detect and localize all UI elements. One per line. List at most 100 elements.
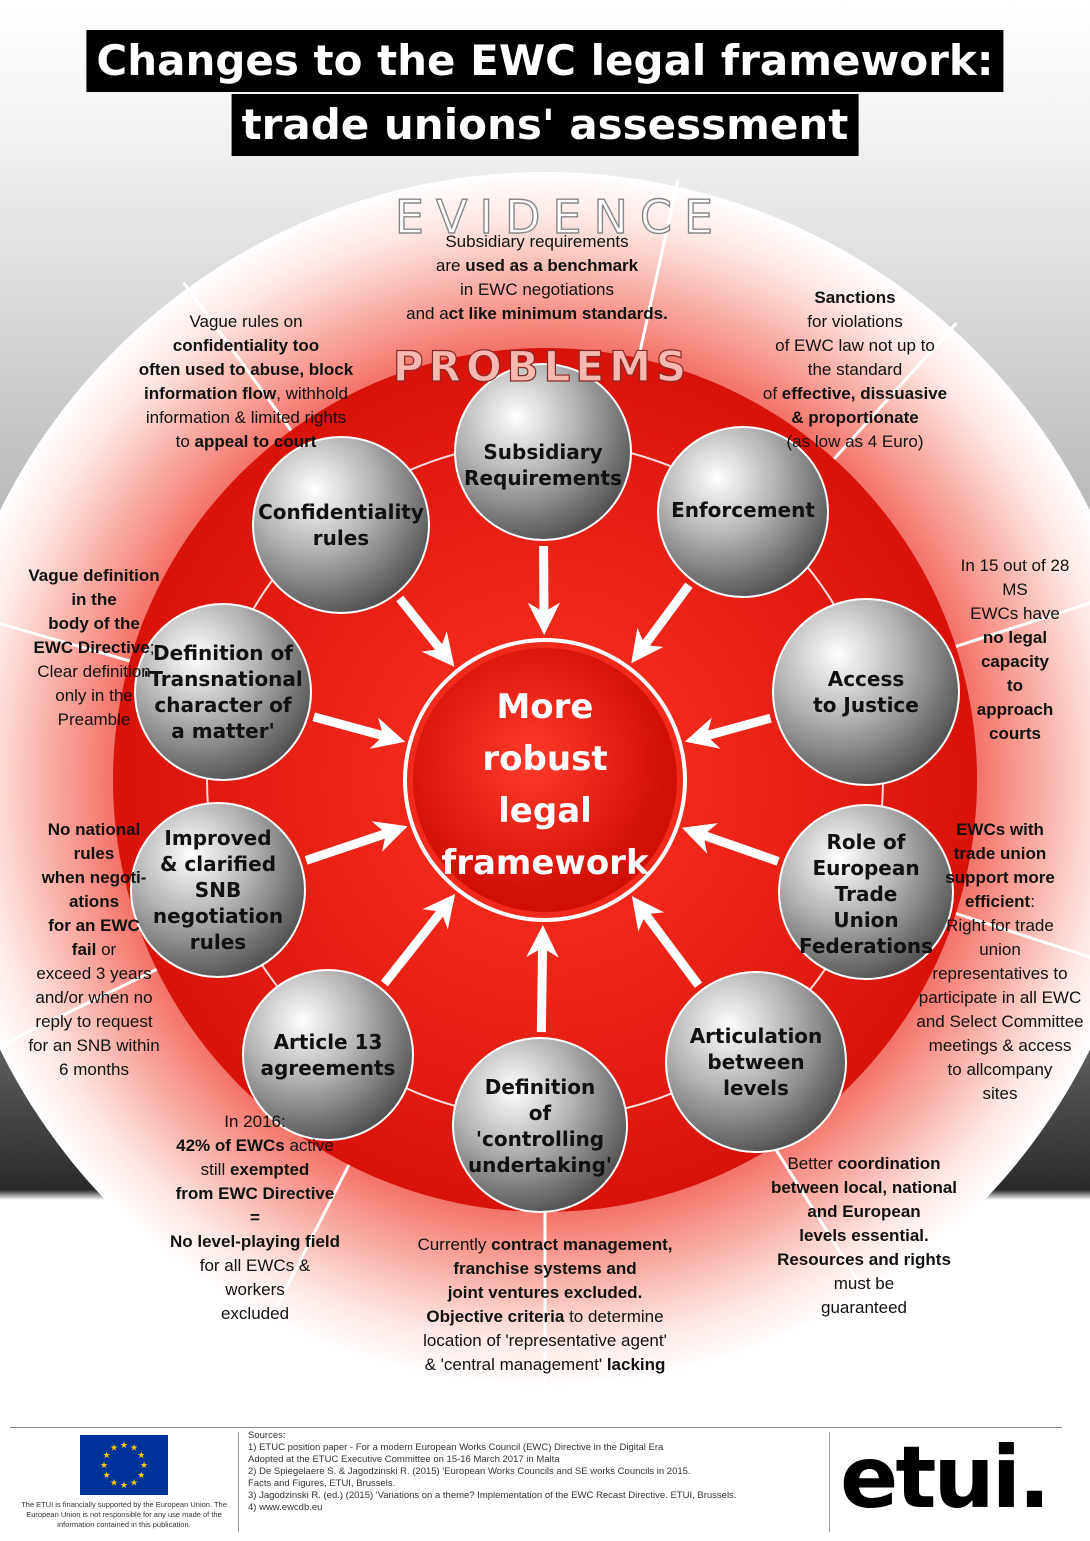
- evidence-segment: In 15 out of 28: [960, 556, 1070, 575]
- evidence-segment: sites: [982, 1084, 1018, 1103]
- evidence-segment: effective, dissuasive: [781, 384, 948, 403]
- center-label: More robust legal framework: [441, 687, 649, 883]
- evidence-segment: information & limited rights: [145, 408, 347, 427]
- evidence-segment: efficient: [965, 892, 1031, 911]
- evidence-segment: in the: [71, 590, 117, 609]
- evidence-segment: meetings & access: [928, 1036, 1072, 1055]
- eu-star-icon: ★: [110, 1444, 118, 1454]
- evidence-segment: Vague rules on: [189, 312, 303, 331]
- evidence-segment: and Select Committee: [916, 1012, 1084, 1031]
- evidence-segment: when negoti-: [41, 868, 147, 887]
- eu-star-icon: ★: [130, 1478, 138, 1488]
- problem-label-3: Role of European Trade Union Federations: [799, 830, 933, 958]
- evidence-segment: information flow: [143, 384, 277, 403]
- arrow-2: [684, 713, 772, 749]
- evidence-segment: or: [96, 940, 117, 959]
- arrows-to-center: [304, 545, 780, 1033]
- arrow-5: [526, 925, 559, 1033]
- footer-rule: [10, 1427, 1062, 1428]
- evidence-segment: only in the: [55, 686, 133, 705]
- evidence-segment: fail: [71, 940, 97, 959]
- evidence-segment: confidentiality too: [172, 336, 320, 355]
- eu-flag-icon: ★★★★★★★★★★★★: [80, 1435, 168, 1495]
- evidence-segment: coordination: [837, 1154, 941, 1173]
- eu-star-icon: ★: [137, 1451, 145, 1461]
- framework-diagram: EVIDENCE PROBLEMS: [0, 172, 1090, 1395]
- evidence-segment: for violations: [807, 312, 903, 331]
- evidence-segment: no legal: [982, 628, 1048, 647]
- problem-label-6: Article 13 agreements: [260, 1030, 396, 1080]
- evidence-segment: between local, national: [770, 1178, 958, 1197]
- evidence-segment: workers: [225, 1280, 285, 1299]
- problem-circle-4: [665, 971, 847, 1153]
- ring-divider-8: [0, 622, 133, 663]
- center-circle: [413, 648, 677, 912]
- evidence-segment: Right for trade: [946, 916, 1054, 935]
- evidence-segment: franchise systems and: [453, 1259, 637, 1278]
- ring-divider-3: [953, 911, 1090, 959]
- sources-heading: Sources:: [248, 1430, 286, 1441]
- evidence-segment: No level-playing field: [169, 1232, 341, 1251]
- evidence-segment: to: [175, 432, 195, 451]
- problem-circle-5: [452, 1037, 628, 1213]
- eu-funding-note: The ETUI is financially supported by the…: [21, 1500, 227, 1529]
- arrow-9: [396, 595, 455, 667]
- evidence-segment: the standard: [807, 360, 903, 379]
- problem-circle-0: [454, 363, 632, 541]
- evidence-segment: & proportionate: [791, 408, 919, 427]
- ring-divider-4: [771, 1143, 873, 1303]
- evidence-segment: exempted: [229, 1160, 310, 1179]
- footer-divider: [829, 1432, 830, 1532]
- ring-divider-6: [264, 1162, 352, 1329]
- arrow-4: [631, 896, 703, 988]
- eu-star-icon: ★: [120, 1441, 128, 1451]
- page-title-line-2: trade unions' assessment: [231, 94, 859, 156]
- evidence-segment: =: [250, 1208, 260, 1227]
- problem-label-4: Articulation between levels: [689, 1024, 823, 1100]
- evidence-segment: In 2016:: [224, 1112, 286, 1131]
- page-title-line-1: Changes to the EWC legal framework:: [86, 30, 1004, 92]
- evidence-segment: Objective criteria: [426, 1307, 565, 1326]
- evidence-segment: body of the: [48, 614, 140, 633]
- problem-circle-2: [772, 598, 960, 786]
- evidence-segment: joint ventures excluded.: [447, 1283, 643, 1302]
- source-item: 4) www.ewcdb.eu: [248, 1502, 323, 1513]
- evidence-segment: active: [284, 1136, 334, 1155]
- footer: ★★★★★★★★★★★★ The ETUI is financially sup…: [0, 1420, 1090, 1541]
- problem-label-7: Improved & clarified SNB negotiation rul…: [152, 826, 284, 954]
- ring-divider-7: [0, 967, 160, 1048]
- evidence-segment: , withhold: [276, 384, 349, 403]
- eu-star-icon: ★: [140, 1461, 148, 1471]
- evidence-segment: still: [200, 1160, 230, 1179]
- evidence-segment: contract management,: [491, 1235, 673, 1254]
- evidence-controlling: Currently contract management, franchise …: [380, 1233, 710, 1377]
- evidence-segment: and a: [406, 304, 449, 323]
- evidence-segment: Currently: [417, 1235, 492, 1254]
- problems-ring-label: PROBLEMS: [393, 342, 691, 391]
- evidence-segment: Vague definition: [28, 566, 160, 585]
- evidence-segment: EWCs have: [970, 604, 1060, 623]
- problem-circle-1: [657, 426, 829, 598]
- evidence-segment: approach: [976, 700, 1054, 719]
- evidence-ring-label: EVIDENCE: [395, 190, 725, 244]
- evidence-segment: 6 months: [59, 1060, 129, 1079]
- eu-star-icon: ★: [103, 1451, 111, 1461]
- evidence-segment: :: [1030, 892, 1035, 911]
- evidence-segment: are: [435, 256, 466, 275]
- evidence-segment: and/or when no: [35, 988, 153, 1007]
- evidence-segment: appeal to court: [194, 432, 317, 451]
- etui-logo: etui.: [840, 1428, 1051, 1528]
- evidence-segment: participate in all EWC: [918, 988, 1082, 1007]
- footer-divider: [238, 1432, 239, 1532]
- source-item: 2) De Spiegelaere S. & Jagodzinski R. (2…: [248, 1466, 691, 1489]
- problem-label-8: Definition of 'Transnational character o…: [143, 641, 303, 743]
- problem-circle-6: [242, 969, 414, 1141]
- eu-star-icon: ★: [130, 1444, 138, 1454]
- problem-label-2: Access to Justice: [813, 667, 919, 717]
- evidence-segment: levels essential.: [799, 1226, 929, 1245]
- evidence-segment: support more: [945, 868, 1055, 887]
